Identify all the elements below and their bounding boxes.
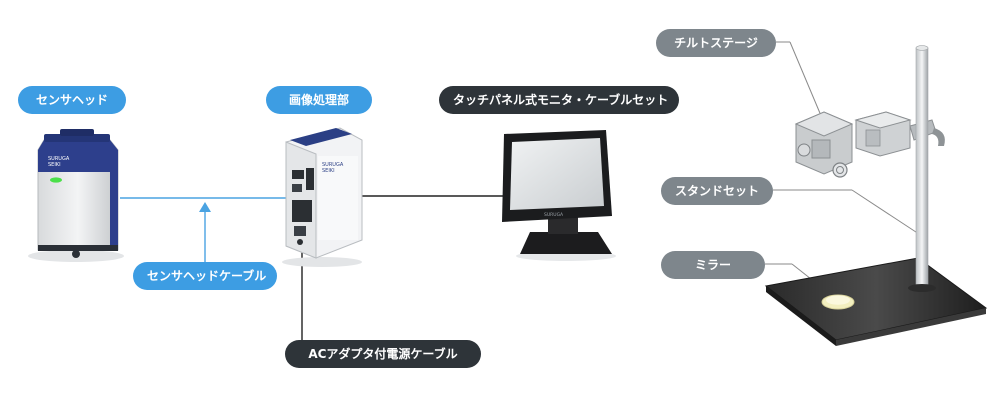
ac-adapter-label: ACアダプタ付電源ケーブル xyxy=(285,340,481,368)
stand-set-device xyxy=(764,45,988,346)
processor-brand-text: SURUGA xyxy=(322,162,344,168)
tilt-stage-leader-line-diag xyxy=(789,41,823,119)
sensor-head-label: センサヘッド xyxy=(18,86,126,114)
touch-panel-monitor: SURUGA xyxy=(502,130,616,261)
stand-set-leader-line-diag xyxy=(851,189,923,237)
sensor-cable-label: センサヘッドケーブル xyxy=(133,262,277,290)
stand-set-label: スタンドセット xyxy=(661,177,773,205)
monitor-brand-text: SURUGA xyxy=(544,212,564,218)
tilt-stage-label: チルトステージ xyxy=(656,29,776,57)
sensor-head-brand-text: SURUGA xyxy=(48,156,70,162)
tilt-stage-device xyxy=(794,111,945,178)
image-processor-label: 画像処理部 xyxy=(266,86,372,114)
mirror-device xyxy=(821,294,855,310)
processor-brand-text-2: SEIKI xyxy=(322,168,335,174)
image-processor-device: SURUGA SEIKI xyxy=(282,127,363,267)
touch-panel-label: タッチパネル式モニタ・ケーブルセット xyxy=(439,86,679,114)
mirror-label: ミラー xyxy=(661,251,765,279)
sensor-head-device: SURUGA SEIKI xyxy=(28,129,124,262)
sensor-head-brand-text-2: SEIKI xyxy=(48,162,61,168)
sensor-cable-pointer-arrow xyxy=(199,202,211,212)
